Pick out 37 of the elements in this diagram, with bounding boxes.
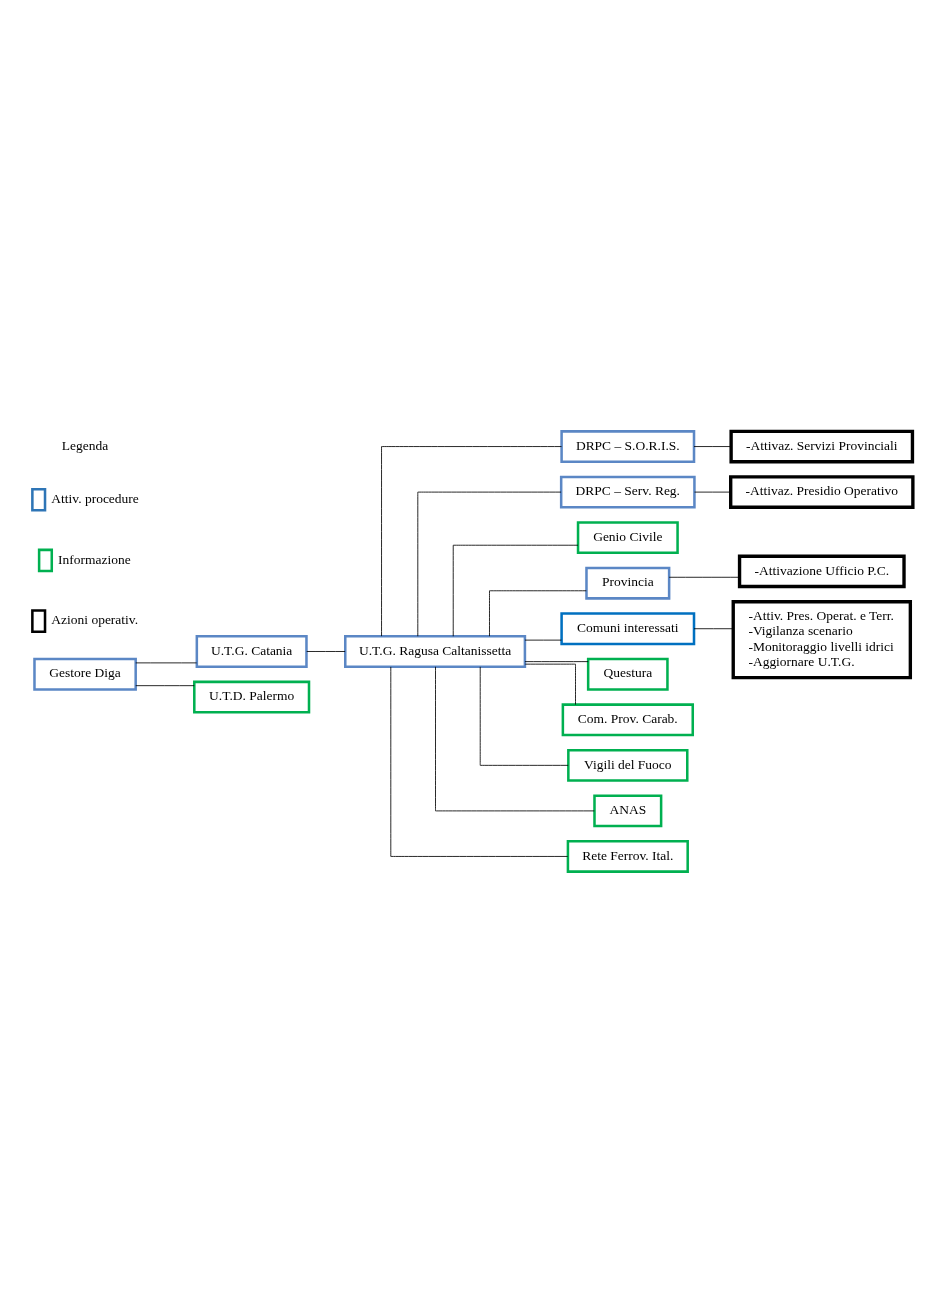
connector [381, 445, 562, 636]
node-box: Questura [586, 657, 669, 691]
node-box: Rete Ferrov. Ital. [566, 839, 689, 873]
node-box: -Attiv. Pres. Operat. e Terr. -Vigilanza scenario -Monitoraggio livelli idrici -Aggiornare U.T.G. [731, 599, 913, 679]
node-box: -Attivazione Ufficio P.C. [737, 554, 906, 588]
connector [668, 576, 740, 578]
node-box: U.T.G. Ragusa Caltanissetta [344, 634, 527, 668]
legend-label: Attiv. procedure [51, 490, 139, 506]
connector [524, 660, 589, 662]
node-box: DRPC – S.O.R.I.S. [560, 429, 696, 463]
connector [693, 627, 734, 629]
node-box: Comuni interessati [560, 611, 696, 645]
legend-label: Informazione [58, 551, 131, 567]
connector [390, 666, 569, 857]
connector [524, 663, 576, 705]
connector [452, 544, 579, 637]
node-box: U.T.G. Catania [195, 634, 308, 668]
node-box: ANAS [593, 793, 663, 827]
node-box: Com. Prov. Carab. [561, 702, 694, 736]
node-box: U.T.D. Palermo [193, 680, 311, 713]
node-box: Vigili del Fuoco [567, 748, 689, 782]
connector [417, 491, 562, 637]
connector [435, 665, 595, 811]
legend-label: Azioni operativ. [51, 611, 139, 627]
connector [135, 684, 195, 686]
label: Legenda [61, 437, 109, 453]
connector [479, 665, 569, 766]
node-box: Provincia [585, 566, 671, 600]
node-box: DRPC – Serv. Reg. [559, 475, 696, 509]
node-box: Genio Civile [576, 520, 679, 554]
node-box: -Attivaz. Servizi Provinciali [729, 429, 915, 463]
connector [306, 650, 346, 652]
connector [489, 589, 587, 637]
connector [694, 491, 731, 493]
connector [693, 445, 732, 447]
node-box: -Attivaz. Presidio Operativo [729, 474, 915, 509]
node-box: Gestore Diga [33, 657, 137, 691]
